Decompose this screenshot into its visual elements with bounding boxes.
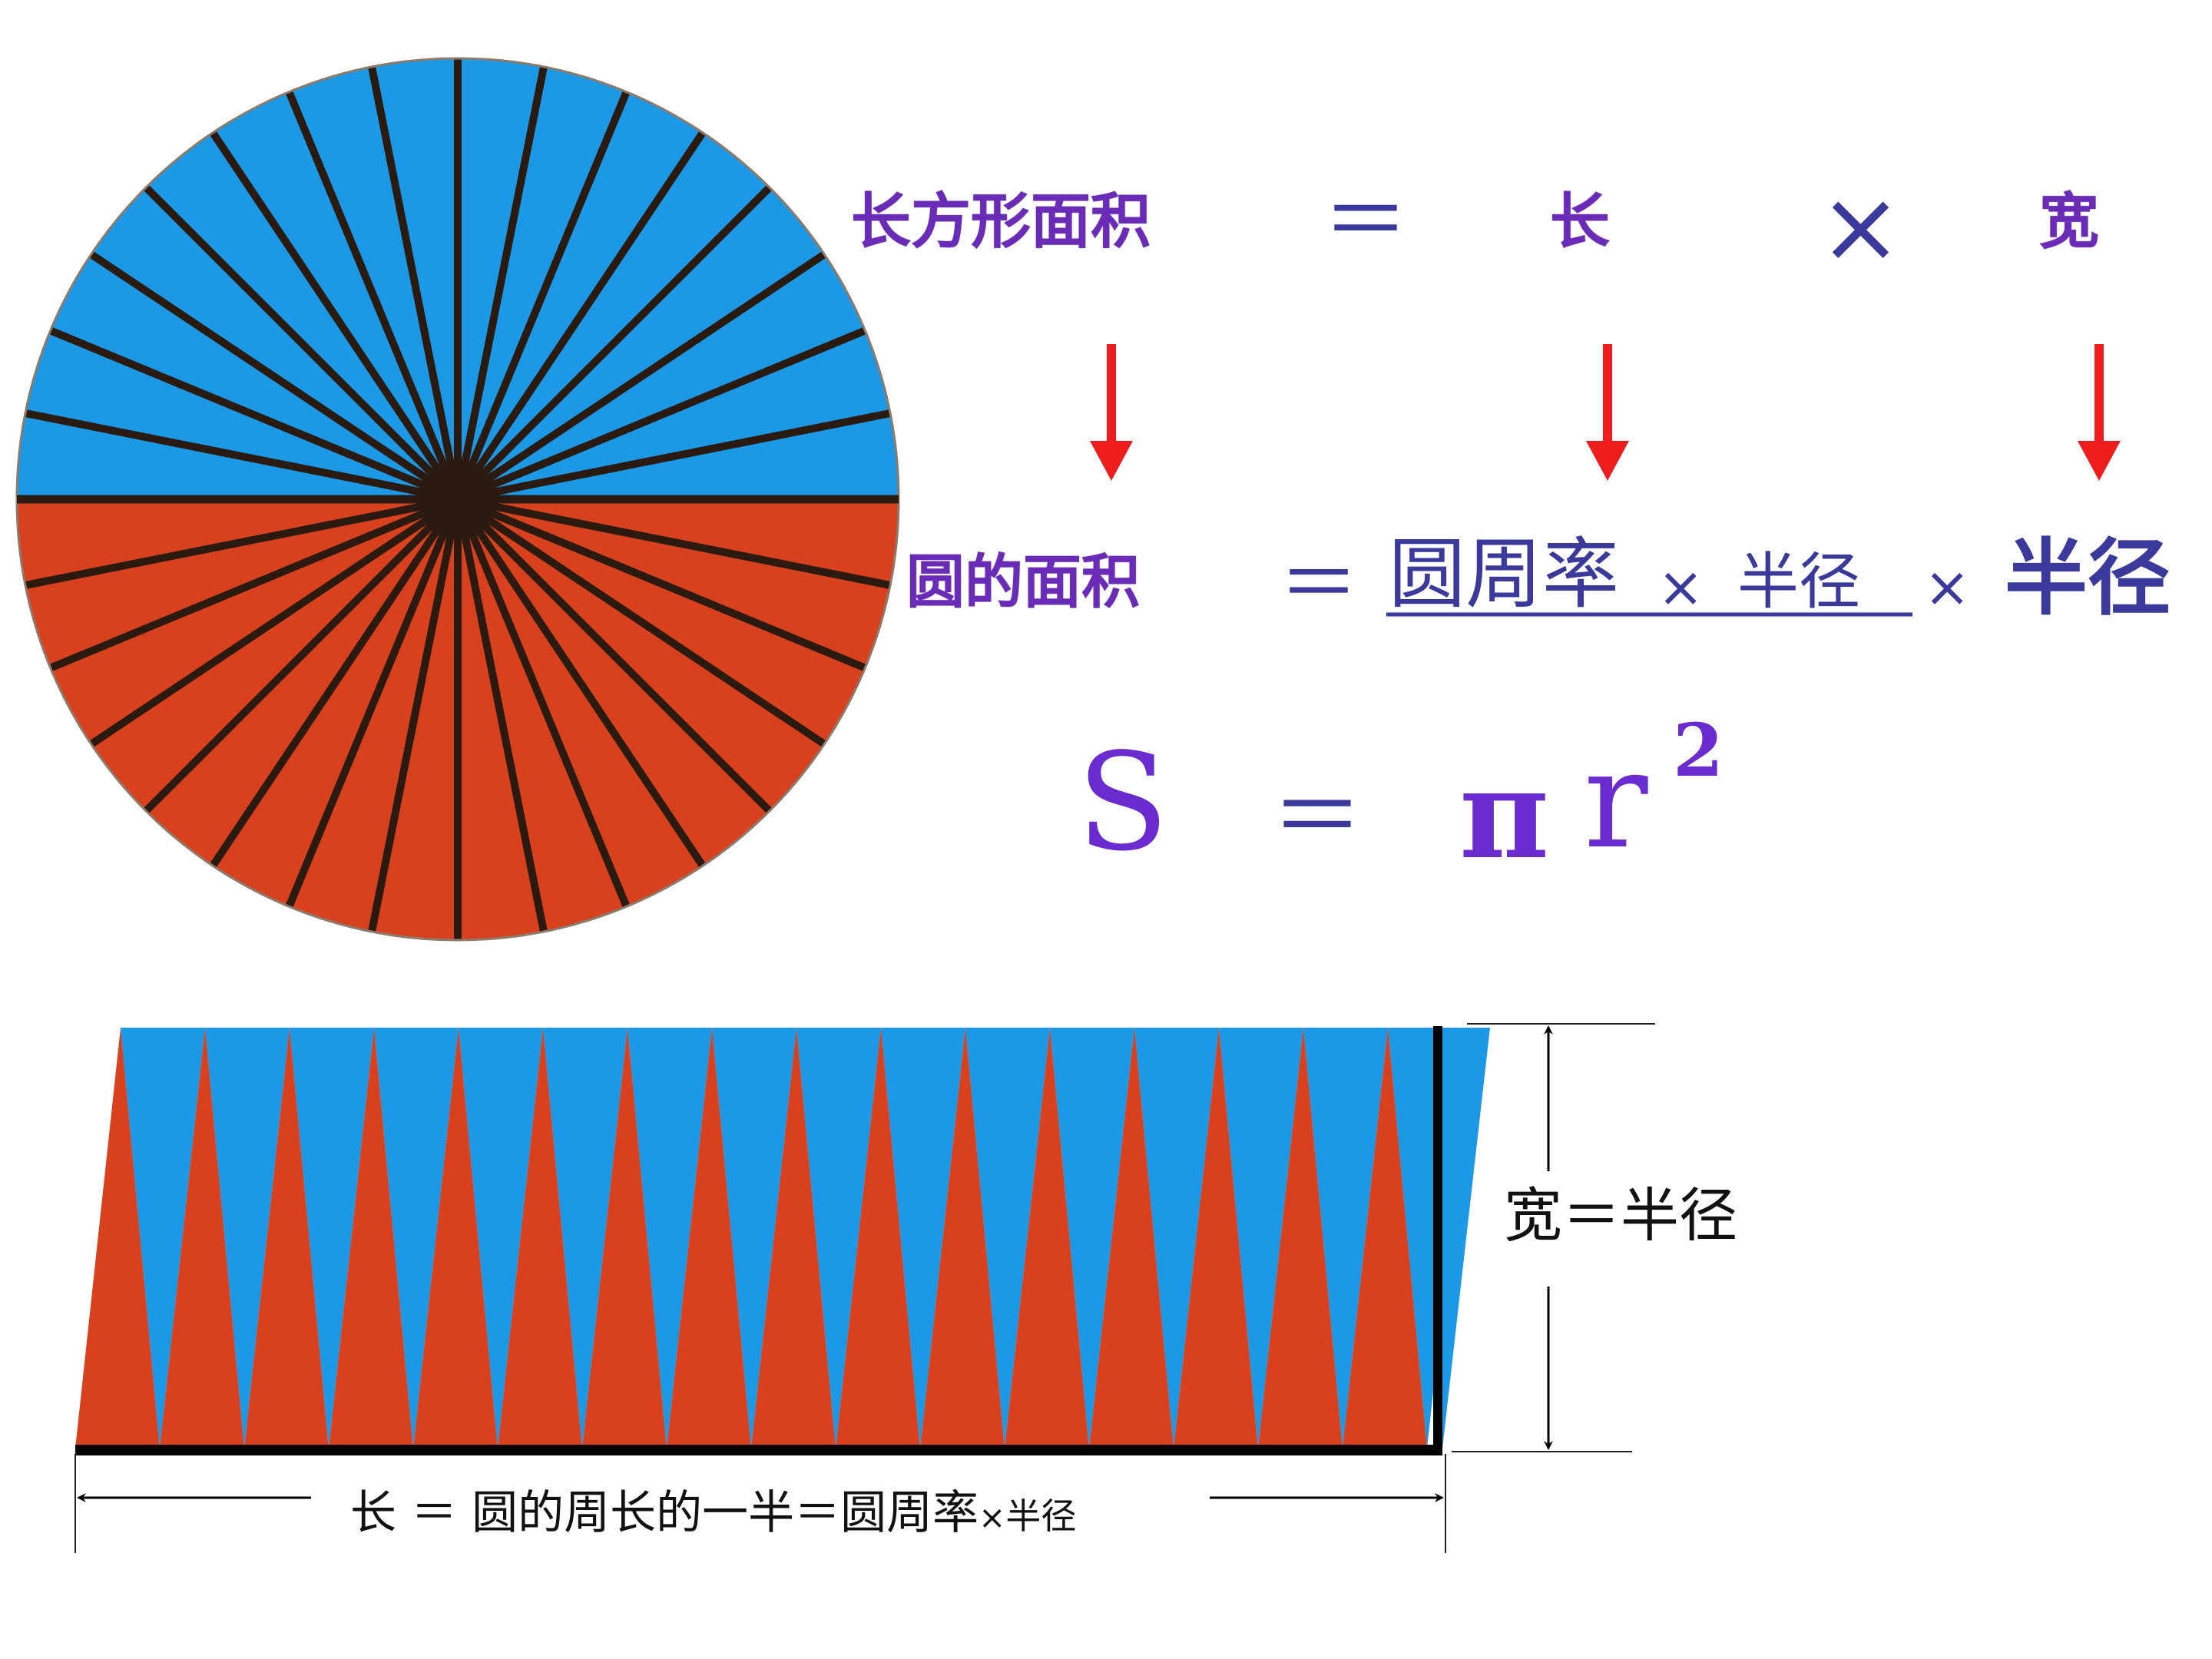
circle-area-name: 圆的面积 bbox=[906, 548, 1140, 616]
circle-spoke bbox=[25, 495, 459, 589]
symbol-equals: ＝ bbox=[1271, 764, 1363, 871]
strip-red-sector bbox=[413, 1028, 498, 1449]
circle-spoke bbox=[455, 495, 827, 748]
strip-blue-sector bbox=[881, 1028, 965, 1449]
circle-spoke bbox=[454, 90, 631, 501]
circle-spoke bbox=[456, 495, 867, 672]
length-label-main: 长 ＝ 圆的周长的一半＝圆周率 bbox=[350, 1486, 979, 1540]
length-label: 长 ＝ 圆的周长的一半＝圆周率×半径 bbox=[346, 1490, 1081, 1536]
circle-spoke bbox=[457, 495, 891, 589]
strip-red-sector bbox=[1089, 1028, 1174, 1449]
strip-red-sector bbox=[751, 1028, 836, 1449]
strip-sectors bbox=[75, 1028, 1490, 1449]
strip-blue-sector bbox=[543, 1028, 628, 1449]
strip-red-sector bbox=[920, 1028, 1005, 1449]
circle-spoke bbox=[143, 184, 461, 502]
strip-red-sector bbox=[667, 1028, 751, 1449]
width-dimension bbox=[1452, 1023, 1655, 1452]
rect-equals: ＝ bbox=[1323, 171, 1409, 271]
circle-spoke bbox=[454, 497, 707, 869]
symbol-pi: π bbox=[1459, 742, 1550, 886]
circle-spoke bbox=[454, 130, 707, 502]
strip-blue-sector bbox=[796, 1028, 881, 1449]
circle-times-1: × bbox=[1657, 555, 1704, 619]
strip-red-sector bbox=[836, 1028, 920, 1449]
strip-red-sector bbox=[1343, 1028, 1427, 1449]
circle-spoke bbox=[368, 66, 462, 500]
strip-red-sector bbox=[1005, 1028, 1089, 1449]
divided-circle bbox=[15, 57, 900, 942]
rect-length: 长 bbox=[1550, 187, 1611, 257]
circle-spoke bbox=[454, 66, 548, 500]
strip-red-sector bbox=[1258, 1028, 1343, 1449]
circle-spoke bbox=[143, 496, 461, 814]
strip-blue-sector bbox=[628, 1028, 712, 1449]
circle-spoke bbox=[48, 495, 459, 672]
strip-red-sector bbox=[498, 1028, 582, 1449]
rearranged-strip bbox=[75, 1026, 1490, 1455]
circle-spoke bbox=[455, 184, 773, 502]
strip-blue-sector bbox=[374, 1028, 459, 1449]
strip-blue-sector bbox=[121, 1028, 205, 1449]
red-arrow-area bbox=[1090, 344, 1133, 481]
circle-radius-lines bbox=[17, 58, 899, 940]
strip-blue-sector bbox=[712, 1028, 796, 1449]
circle-spoke bbox=[48, 326, 459, 503]
circle-spoke bbox=[368, 498, 462, 932]
symbol-r: r bbox=[1584, 723, 1648, 879]
red-arrow-width bbox=[2078, 344, 2121, 481]
strip-blue-sector bbox=[1134, 1028, 1219, 1449]
mapping-arrows bbox=[1090, 344, 2121, 481]
circle-times-2: × bbox=[1924, 555, 1971, 619]
length-label-radius: 半径 bbox=[1005, 1495, 1077, 1537]
strip-blue-sector bbox=[205, 1028, 290, 1449]
pi-word: 圆周率 bbox=[1389, 529, 1619, 619]
length-label-times: × bbox=[979, 1498, 1006, 1536]
rect-times: × bbox=[1819, 168, 1902, 285]
circle-spoke bbox=[285, 498, 462, 909]
circle-spoke bbox=[456, 326, 867, 503]
circle-spoke bbox=[209, 130, 462, 502]
circle-spoke bbox=[455, 250, 827, 503]
strip-blue-sector bbox=[459, 1028, 543, 1449]
circle-spoke bbox=[25, 409, 459, 503]
strip-red-sector bbox=[160, 1028, 244, 1449]
circle-spoke bbox=[285, 90, 462, 501]
radius-word-1: 半径 bbox=[1737, 546, 1860, 618]
circle-spoke bbox=[88, 495, 460, 748]
circle-spoke bbox=[88, 250, 460, 503]
strip-red-sector bbox=[1174, 1028, 1258, 1449]
symbol-S: S bbox=[1077, 725, 1169, 881]
strip-blue-sector bbox=[1050, 1028, 1134, 1449]
strip-red-sector bbox=[329, 1028, 413, 1449]
red-arrow-length bbox=[1586, 344, 1629, 481]
width-label: 宽＝半径 bbox=[1504, 1181, 1737, 1250]
strip-blue-sector bbox=[1303, 1028, 1388, 1449]
strip-blue-sector bbox=[290, 1028, 374, 1449]
radius-word-2: 半径 bbox=[2005, 531, 2171, 627]
circle-spoke bbox=[455, 496, 773, 814]
length-dimension bbox=[75, 1454, 1446, 1553]
strip-red-sector bbox=[582, 1028, 667, 1449]
strip-end-half-sector bbox=[1442, 1028, 1490, 1449]
strip-blue-sector bbox=[965, 1028, 1050, 1449]
circle-spoke bbox=[209, 497, 462, 869]
circle-spoke bbox=[454, 498, 631, 909]
rect-area-name: 长方形面积 bbox=[851, 187, 1151, 257]
rect-width: 宽 bbox=[2039, 187, 2100, 257]
circle-spoke bbox=[454, 498, 548, 932]
circle-equals: ＝ bbox=[1279, 537, 1359, 631]
strip-red-sector bbox=[75, 1028, 160, 1449]
strip-blue-sector bbox=[1219, 1028, 1303, 1449]
symbol-exponent: 2 bbox=[1673, 708, 1724, 793]
circle-spoke bbox=[457, 409, 891, 503]
strip-red-sector bbox=[244, 1028, 329, 1449]
